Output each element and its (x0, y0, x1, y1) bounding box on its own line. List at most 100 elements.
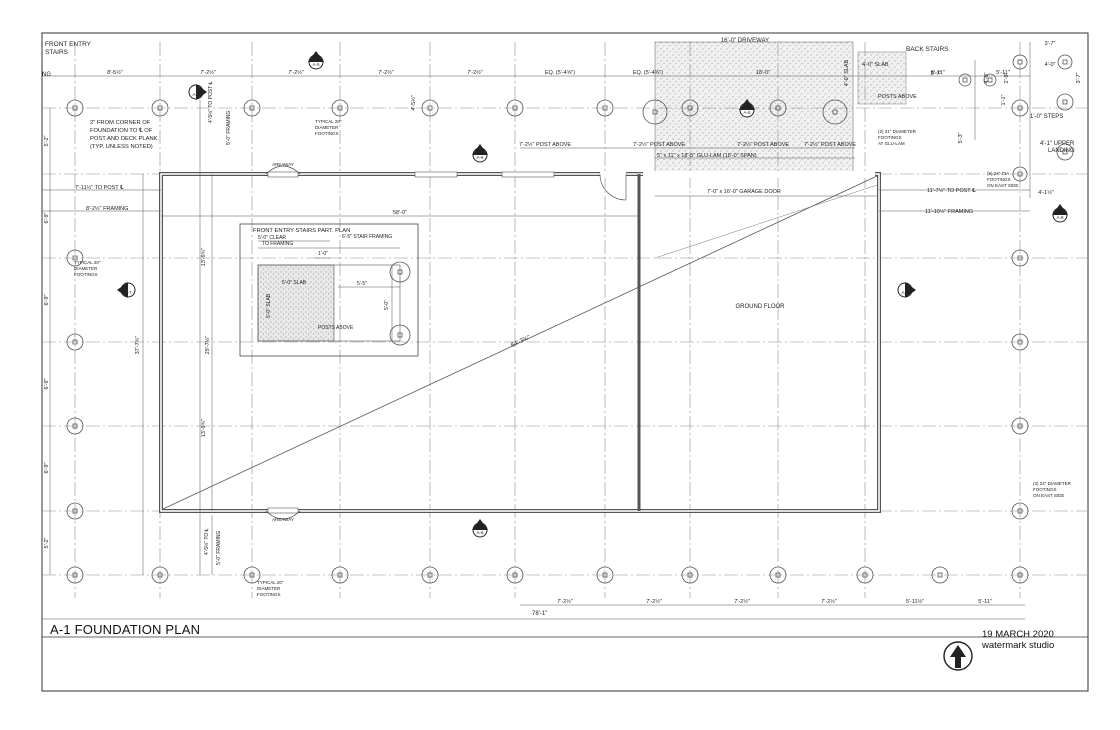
dim-left-inner: 13'-9¾" (201, 419, 207, 438)
east-footing-a-2: FOOTINGS (987, 177, 1011, 182)
footing-circle (1056, 143, 1074, 161)
footing-circle (1057, 54, 1073, 70)
sheet-border (41, 32, 1089, 692)
typ-footing-bot-1: TYPICAL 20" (257, 580, 284, 585)
dim-left-col: 6'-9" (44, 462, 50, 473)
footing-circle (681, 99, 699, 117)
dim-right-misc: 4'-5½" (410, 95, 417, 111)
areaway-top-label: AREAWAY (272, 162, 294, 167)
post-square (427, 105, 433, 111)
footing-circle (331, 99, 349, 117)
footing-circle (66, 249, 84, 267)
garage-diagonal (654, 184, 878, 259)
post-square (512, 572, 518, 578)
post-square (962, 77, 968, 83)
footing-circle (1011, 249, 1029, 267)
dim-left-col: 5'-2" (44, 135, 50, 146)
post-square (602, 572, 608, 578)
footing-circle (931, 566, 949, 584)
ground-floor-label: GROUND FLOOR (735, 304, 785, 310)
dimension-text: 8'-5½"7'-2½"7'-2½"7'-2½"7'-2½"EQ. (5'-4⅝… (44, 41, 1082, 605)
section-marker: A-6 (472, 519, 488, 538)
dim-framing-left: 8'-2½" FRAMING (86, 205, 128, 212)
typ-footing-top-2: DIAMETER (315, 125, 339, 130)
section-marker-label: A-7 (124, 290, 132, 295)
sheet-date: 19 MARCH 2020 (982, 629, 1054, 640)
footing-circle (243, 566, 261, 584)
section-marker-label: A-2 (192, 92, 200, 97)
post-square (775, 105, 781, 111)
annotation-text: FRONT ENTRY STAIRS NG 16'-0" DRIVEWAY BA… (42, 38, 1075, 617)
dim-right-col: 4'-1½" (1038, 189, 1054, 196)
driveway-label: 16'-0" DRIVEWAY (721, 38, 769, 44)
front-entry-stairs-part-plan (239, 223, 419, 357)
dim-post-above: 7'-2½" POST ABOVE (737, 141, 789, 148)
post-square (602, 105, 608, 111)
post-square (72, 105, 78, 111)
post-square (1017, 105, 1023, 111)
back-stairs-label: BACK STAIRS (906, 46, 949, 53)
section-marker: A-5 (308, 51, 324, 70)
dim-top: 18'-0" (756, 70, 770, 76)
footing-circle (66, 566, 84, 584)
dim-left-inner: 37'-7¾" (135, 336, 141, 355)
east-footing-b-1: (3) 24" DIAMETER (1033, 481, 1072, 486)
steps-label: 1'-0" STEPS (1030, 114, 1063, 120)
note-corner-3: POST AND DECK PLANK (90, 136, 158, 142)
garage-door-label: 7'-0" x 16'-0" GARAGE DOOR (707, 189, 781, 195)
post-square (1062, 149, 1068, 155)
post-square (157, 105, 163, 111)
section-marker-label: A-5 (743, 110, 751, 115)
post-square (775, 572, 781, 578)
studio-name: watermark studio (982, 640, 1055, 651)
post-square (687, 572, 693, 578)
section-marker-label: A-8 (1056, 215, 1064, 220)
section-marker-label: A-7 (901, 290, 909, 295)
dim-left-framing-bot: 5'-0" FRAMING (216, 530, 222, 565)
footing-circle (1011, 502, 1029, 520)
east-footing-b-3: ON EAST SIDE (1033, 493, 1064, 498)
footing-circle (421, 99, 439, 117)
dim-overall-58: 58'-0" (393, 210, 407, 216)
post-square (1017, 508, 1023, 514)
post-square (512, 105, 518, 111)
east-footing-a-1: (5) 24" DIA (987, 171, 1009, 176)
typ-footing-top-1: TYPICAL 20" (315, 119, 342, 124)
dim-top: 5'-11" (996, 70, 1010, 76)
stairs-plan-title: FRONT ENTRY STAIRS PART. PLAN (253, 228, 350, 234)
areaway-top-arc (265, 165, 301, 175)
dim-post-above: 7'-2½" POST ABOVE (519, 141, 571, 148)
clear-label-1: 5'-0" CLEAR (258, 235, 286, 241)
footing-circle (1056, 93, 1074, 111)
post-square (937, 572, 943, 578)
dim-top: 5'-11" (931, 70, 945, 76)
footing-circle (66, 99, 84, 117)
upper-landing-label-2: LANDING (1048, 148, 1075, 154)
section-marker: A-5 (739, 99, 755, 118)
section-marker: A-7 (117, 282, 136, 298)
dim-top: EQ. (5'-4⅝") (633, 70, 663, 76)
dim-left-post-bot: 4'-5½" TO ℄ (203, 527, 210, 555)
glulam-footing-3: AT GLU-LAM (878, 141, 905, 146)
dim-top: 8'-5½" (107, 69, 123, 76)
dim-right-col: 4'-0" (1045, 62, 1056, 68)
glulam-label: 5" x 11" x 18'-5" GLU-LAM (18'-0" SPAN) (657, 153, 757, 159)
dim-right-col: 3'-7" (1045, 41, 1056, 47)
section-marker: A-2 (188, 84, 207, 100)
dim-left-framing-top: 5'-0" FRAMING (226, 110, 232, 145)
dim-top: EQ. (5'-4⅝") (545, 70, 575, 76)
post-square (687, 105, 693, 111)
dim-right-misc: 1'-1" (1001, 94, 1007, 105)
dim-top: 7'-2½" (378, 69, 394, 76)
five-zero-vertical-label: 5'-0" (384, 300, 390, 310)
dim-post-above: 7'-2½" POST ABOVE (804, 141, 856, 148)
footing-circle (983, 73, 997, 87)
post-square (427, 572, 433, 578)
post-square (157, 572, 163, 578)
footing-circle (1012, 166, 1028, 182)
dim-to-post-left: 7'-11½" TO POST ℄ (75, 184, 124, 191)
section-marker: A-6 (472, 144, 488, 163)
footing-circle (958, 73, 972, 87)
post-square (1062, 99, 1068, 105)
